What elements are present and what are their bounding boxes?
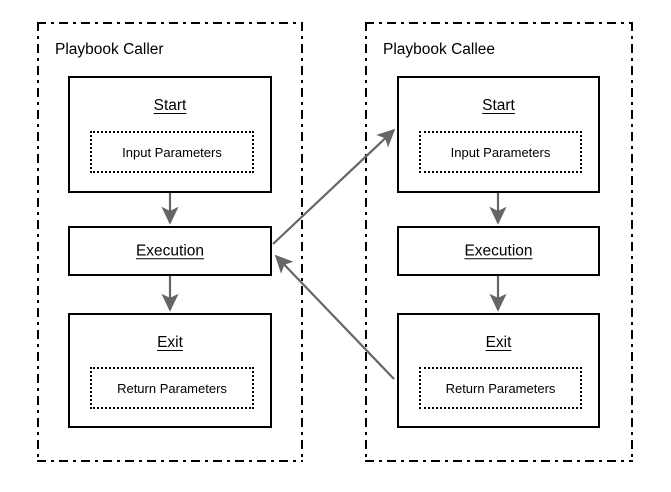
node-caller-exit[interactable]: Exit Return Parameters <box>68 313 272 428</box>
node-callee-start-title: Start <box>482 97 515 114</box>
lane-callee-title: Playbook Callee <box>383 41 496 58</box>
node-callee-exit-title: Exit <box>485 334 512 351</box>
node-caller-start-params-label: Input Parameters <box>122 144 222 160</box>
node-caller-start[interactable]: Start Input Parameters <box>68 76 272 193</box>
node-callee-exit-params: Return Parameters <box>419 367 582 409</box>
node-caller-start-title: Start <box>153 97 187 114</box>
node-caller-exit-title: Exit <box>157 334 183 351</box>
node-callee-execution[interactable]: Execution <box>397 226 600 276</box>
node-caller-execution-title: Execution <box>135 242 205 260</box>
node-callee-exit[interactable]: Exit Return Parameters <box>397 313 600 428</box>
node-callee-start[interactable]: Start Input Parameters <box>397 76 600 193</box>
node-caller-exit-params-label: Return Parameters <box>117 380 227 396</box>
node-callee-start-params: Input Parameters <box>419 131 582 173</box>
node-caller-exit-params: Return Parameters <box>90 367 254 409</box>
node-callee-start-params-label: Input Parameters <box>450 144 551 160</box>
node-caller-start-params: Input Parameters <box>90 131 254 173</box>
node-callee-execution-title: Execution <box>464 242 533 260</box>
node-callee-exit-params-label: Return Parameters <box>445 380 556 396</box>
node-caller-execution[interactable]: Execution <box>68 226 272 276</box>
lane-caller-title: Playbook Caller <box>55 41 164 58</box>
